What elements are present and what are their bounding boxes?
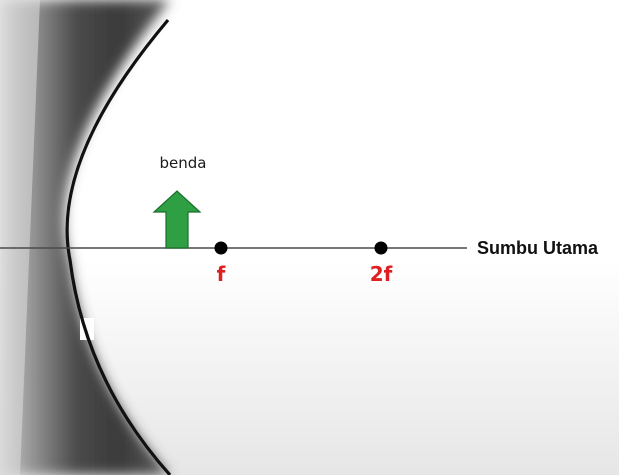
concave-mirror-curve [65,18,172,475]
up-arrow-icon [152,190,202,249]
object-label: benda [160,154,207,172]
focal-point-f-label: f [217,262,226,286]
focal-point-f [214,241,228,255]
mirror-edge-shade [0,0,40,475]
mirror-shadow [0,0,170,475]
focal-point-2f [374,241,388,255]
principal-axis-label: Sumbu Utama [477,238,599,258]
focal-point-2f-label: 2f [370,262,393,286]
